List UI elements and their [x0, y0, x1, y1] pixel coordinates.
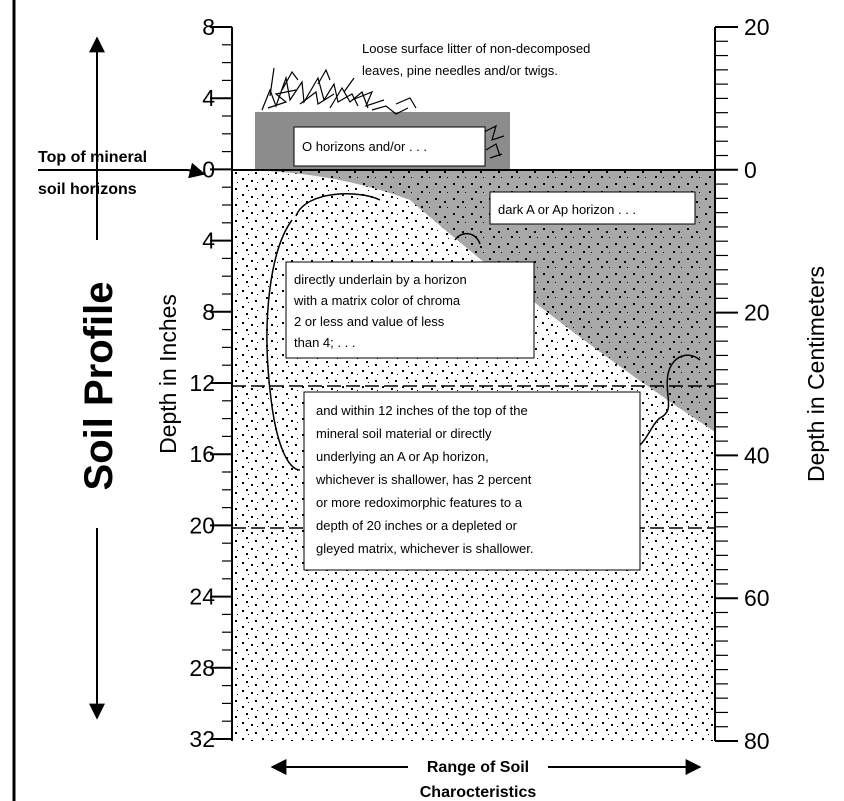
underlain-box: directly underlain by a horizon with a m… [285, 261, 535, 359]
underlain-line-3: 2 or less and value of less [294, 314, 445, 329]
within-line-7: gleyed matrix, whichever is shallower. [316, 541, 533, 556]
connector-arrow-right [639, 354, 701, 446]
inch-tick-label: 4 [202, 228, 215, 254]
inch-tick-label: 8 [202, 299, 215, 325]
inch-tick-label: 16 [189, 441, 215, 467]
cm-tick-label: 0 [744, 157, 757, 183]
inch-tick-label: 12 [189, 370, 215, 396]
inch-tick-label: 20 [189, 512, 215, 538]
cm-tick-label: 20 [744, 300, 770, 326]
axis-right-title: Depth in Centimeters [803, 266, 829, 482]
soil-profile-title: Soil Profile [77, 282, 121, 491]
connector-arrow-mid [454, 232, 481, 245]
top-of-mineral-line-2: soil horizons [38, 181, 137, 198]
within-line-1: and within 12 inches of the top of the [316, 403, 528, 418]
a-horizon-text: dark A or Ap horizon . . . [498, 202, 636, 217]
inch-axis [210, 26, 233, 741]
range-label-line-1: Range of Soil [427, 759, 529, 776]
within-line-6: depth of 20 inches or a depleted or [316, 518, 518, 533]
cm-tick-label: 60 [744, 585, 770, 611]
within-line-3: underlying an A or Ap horizon, [316, 449, 489, 464]
underlain-line-1: directly underlain by a horizon [294, 272, 467, 287]
inch-tick-label: 4 [202, 85, 215, 111]
cm-tick-label: 20 [744, 14, 770, 40]
axis-left-title: Depth in Inches [155, 294, 181, 454]
underlain-line-4: than 4; . . . [294, 335, 355, 350]
inch-tick-label: 32 [189, 726, 215, 752]
within-box: and within 12 inches of the top of the m… [303, 391, 641, 571]
inch-tick-label: 0 [202, 156, 215, 182]
cm-axis [714, 26, 738, 742]
litter-text-line-1: Loose surface litter of non-decomposed [362, 41, 590, 56]
o-horizon-box: O horizons and/or . . . [293, 126, 486, 167]
top-of-mineral-line-1: Top of mineral [38, 149, 147, 166]
a-horizon-box: dark A or Ap horizon . . . [489, 191, 696, 225]
inch-tick-label: 28 [189, 655, 215, 681]
cm-tick-label: 80 [744, 728, 770, 754]
o-horizon-text: O horizons and/or . . . [302, 139, 427, 154]
underlain-line-2: with a matrix color of chroma [293, 293, 461, 308]
inch-tick-label: 8 [202, 14, 215, 40]
litter-text-line-2: leaves, pine needles and/or twigs. [362, 63, 558, 78]
connector-arrow-left [266, 219, 301, 471]
inch-tick-label: 24 [189, 584, 215, 610]
within-line-5: or more redoximorphic features to a [316, 495, 523, 510]
surface-litter-illustration [261, 67, 505, 159]
cm-tick-label: 40 [744, 442, 770, 468]
connector-arrow-left-top [295, 193, 381, 217]
within-line-4: whichever is shallower, has 2 percent [315, 472, 532, 487]
range-label-line-2: Charocteristics [420, 784, 537, 801]
dark-a-horizon-region [232, 170, 715, 432]
soil-profile-title-group: Soil Profile [77, 36, 121, 720]
within-line-2: mineral soil material or directly [316, 426, 492, 441]
top-of-mineral-arrow [187, 162, 206, 179]
